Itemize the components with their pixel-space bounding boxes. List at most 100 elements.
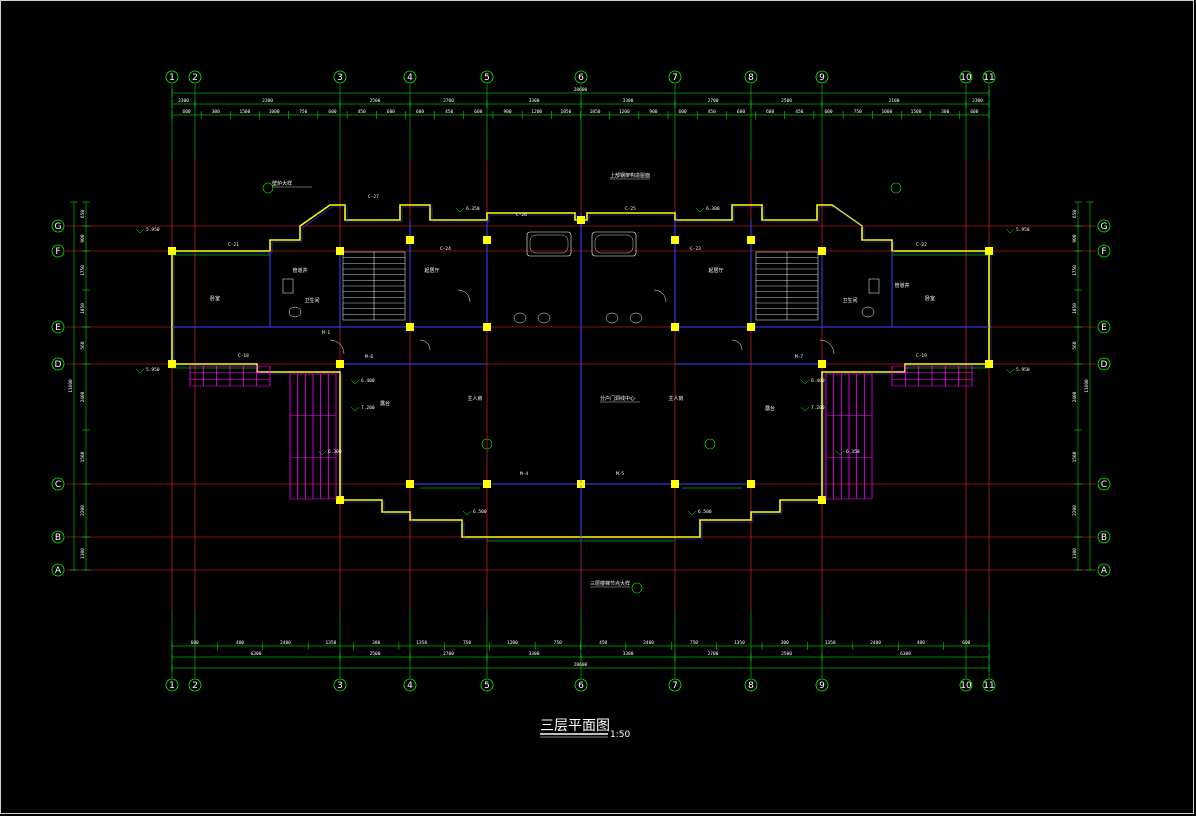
door-swing — [457, 289, 471, 303]
elevation-text: 6.300 — [706, 206, 720, 212]
column — [985, 247, 993, 255]
detail-callout — [262, 182, 274, 194]
axis-label-D: D — [55, 360, 62, 370]
column — [985, 360, 993, 368]
dim-right-label: 1500 — [1072, 451, 1078, 462]
door-swing — [819, 339, 835, 355]
axis-label-D: D — [1101, 360, 1108, 370]
opening-tag: C-21 — [228, 242, 239, 248]
dim-top-detail-label: 750 — [299, 109, 307, 115]
elevation-text: 5.950 — [146, 367, 160, 373]
dim-top-detail-label: 450 — [445, 109, 453, 115]
axis-label-G: G — [55, 222, 62, 232]
opening-tag: C-19 — [916, 353, 927, 359]
column — [336, 360, 344, 368]
bathtub — [591, 231, 637, 257]
room-label: 起居厅 — [708, 268, 723, 274]
dim-top-detail-label: 300 — [212, 109, 220, 115]
dim-bottom-axes-label: 3300 — [623, 651, 634, 657]
dim-top-detail-label: 1200 — [531, 109, 542, 115]
door-swing — [731, 339, 743, 351]
axis-bubble — [188, 70, 202, 84]
axis-label-9: 9 — [819, 73, 825, 83]
dim-bottom-axes-label: 2500 — [781, 651, 792, 657]
axis-bubble — [480, 678, 494, 692]
dim-bottom-detail-label: 450 — [599, 640, 607, 646]
door-swing — [653, 289, 667, 303]
dim-bottom-detail-label: 1350 — [734, 640, 745, 646]
column — [406, 236, 414, 244]
opening-tag: C-24 — [440, 246, 451, 252]
dim-bottom-detail-label: 600 — [191, 640, 199, 646]
elevation-marker — [462, 510, 472, 516]
bathtub-inner — [529, 234, 569, 254]
column — [747, 480, 755, 488]
dim-top-axes-label: 2500 — [781, 98, 792, 104]
dim-top-detail-label: 900 — [649, 109, 657, 115]
elevation-text: 5.950 — [1016, 367, 1030, 373]
dim-top-detail-label: 1500 — [911, 109, 922, 115]
axis-label-3: 3 — [337, 73, 343, 83]
dim-left-label: 1050 — [80, 303, 86, 314]
axis-label-6: 6 — [578, 681, 584, 691]
axis-bubble — [1097, 244, 1111, 258]
opening-tag: M-6 — [365, 354, 373, 360]
elevation-text: 6.350 — [846, 449, 860, 455]
note-text: 壁炉大样 — [272, 180, 292, 187]
axis-bubble — [188, 678, 202, 692]
room-label: 露台 — [380, 400, 390, 407]
dim-bottom-detail-label: 400 — [236, 640, 244, 646]
axis-label-7: 7 — [672, 73, 678, 83]
axis-label-4: 4 — [407, 73, 413, 83]
opening-tag: C-25 — [625, 206, 636, 212]
axis-bubble — [333, 678, 347, 692]
bathtub-inner — [594, 234, 634, 254]
dim-top-detail-label: 1050 — [590, 109, 601, 115]
dim-right-label: 560 — [1072, 341, 1078, 349]
column — [747, 323, 755, 331]
axis-label-5: 5 — [484, 73, 490, 83]
axis-label-G: G — [1101, 222, 1108, 232]
opening-tag: M-5 — [616, 471, 624, 477]
elevation-marker — [350, 406, 360, 412]
axis-bubble — [165, 678, 179, 692]
dim-top-detail-label: 1500 — [240, 109, 251, 115]
dim-top-detail-label: 600 — [766, 109, 774, 115]
dim-bottom-axes-label: 2700 — [708, 651, 719, 657]
elevation-text: 7.200 — [811, 405, 825, 411]
axis-bubble — [1097, 563, 1111, 577]
dim-top-detail-label: 600 — [737, 109, 745, 115]
dim-left-label: 1750 — [80, 265, 86, 276]
axis-label-11: 11 — [983, 681, 994, 691]
dim-bottom-detail-label: 300 — [781, 640, 789, 646]
room-label: 卧室 — [925, 295, 935, 302]
axis-bubble — [51, 244, 65, 258]
column — [818, 496, 826, 504]
axis-label-3: 3 — [337, 681, 343, 691]
dim-bottom-axes-label: 2500 — [370, 651, 381, 657]
axis-bubble — [574, 70, 588, 84]
column — [747, 236, 755, 244]
note-text: 分户门洞线中心 — [600, 395, 635, 402]
dim-bottom-detail-label: 2400 — [870, 640, 881, 646]
axis-bubble — [668, 70, 682, 84]
axis-label-10: 10 — [960, 73, 972, 83]
column — [671, 323, 679, 331]
elevation-marker — [317, 450, 327, 456]
axis-bubble — [51, 357, 65, 371]
axis-label-E: E — [55, 323, 61, 333]
dim-top-detail-label: 600 — [387, 109, 395, 115]
axis-bubble — [815, 70, 829, 84]
dim-top-detail-label: 600 — [183, 109, 191, 115]
room-label: 管道井 — [894, 282, 909, 289]
elevation-marker — [695, 207, 705, 213]
dim-top-detail-label: 1200 — [619, 109, 630, 115]
dim-top-axes-label: 3300 — [529, 98, 540, 104]
axis-bubble — [1097, 477, 1111, 491]
dim-bottom-detail-label: 1350 — [825, 640, 836, 646]
dim-bottom-axes-label: 6300 — [900, 651, 911, 657]
dim-top-axes-label: 2300 — [178, 98, 189, 104]
